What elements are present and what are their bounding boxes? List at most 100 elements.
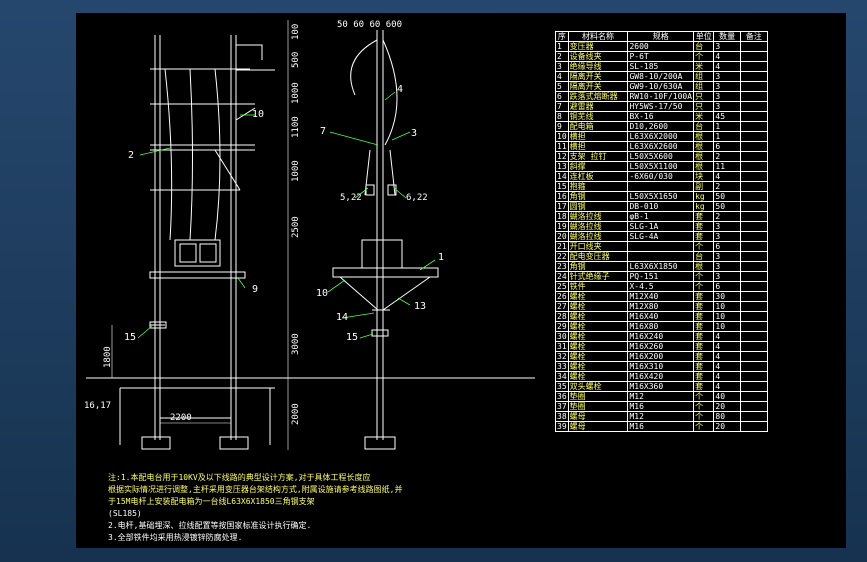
bom-qty: 80 <box>713 411 741 422</box>
callout-9: 9 <box>252 284 258 295</box>
bom-qty: 3 <box>713 221 741 232</box>
bom-spec <box>627 181 695 192</box>
bom-note <box>739 391 769 402</box>
bom-no: 25 <box>555 281 569 292</box>
bom-name: 螺栓 <box>567 341 629 352</box>
bom-no: 17 <box>555 201 569 212</box>
bom-name: 支架 拉钉 <box>567 151 629 162</box>
bom-note <box>739 281 769 292</box>
bom-note <box>739 231 769 242</box>
bom-spec: X-4.5 <box>627 281 695 292</box>
callout-7: 7 <box>320 126 326 137</box>
bom-spec: M16X260 <box>627 341 695 352</box>
front-view-structure <box>119 35 275 450</box>
bom-unit: 根 <box>693 141 715 152</box>
bom-no: 9 <box>555 121 569 132</box>
bom-header-row: 序 材料名称 规格 单位 数量 备注 <box>555 31 769 42</box>
bom-name: 跌落式熔断器 <box>567 91 629 102</box>
bom-unit: kg <box>693 191 715 202</box>
bom-qty: 3 <box>713 261 741 272</box>
callout-15-right: 15 <box>346 332 358 343</box>
bom-name: 圆钢 <box>567 201 629 212</box>
bom-name: 蝴洛拉线 <box>567 231 629 242</box>
bom-name: 铁件 <box>567 281 629 292</box>
bom-name: 避雷器 <box>567 101 629 112</box>
bom-no: 36 <box>555 391 569 402</box>
dim-100: 100 <box>291 24 301 40</box>
bom-note <box>739 401 769 412</box>
bom-spec: DB-010 <box>627 201 695 212</box>
drawing-notes: 注:1.本配电台用于10KV及以下线路的典型设计方案,对于具体工程长度应 根据实… <box>108 472 402 544</box>
bom-note <box>739 241 769 252</box>
bom-unit: 只 <box>693 101 715 112</box>
bom-qty: 4 <box>713 51 741 62</box>
dim-2200: 2200 <box>170 413 192 423</box>
bom-name: 螺栓 <box>567 301 629 312</box>
bom-spec: GW9-10/630A <box>627 81 695 92</box>
bom-qty: 3 <box>713 251 741 262</box>
bom-qty: 6 <box>713 141 741 152</box>
bom-note <box>739 81 769 92</box>
bom-unit: 根 <box>693 131 715 142</box>
bom-no: 13 <box>555 161 569 172</box>
bom-unit: 米 <box>693 61 715 72</box>
bom-unit: 套 <box>693 321 715 332</box>
bom-header-name: 材料名称 <box>567 31 629 42</box>
bom-spec: M12X80 <box>627 301 695 312</box>
bom-unit: 根 <box>693 261 715 272</box>
bom-unit: 套 <box>693 331 715 342</box>
dim-top-spacing: 50 60 60 600 <box>337 20 402 30</box>
bom-no: 3 <box>555 61 569 72</box>
note-line-5: 2.电杆,基础埋深、拉线配置等按国家标准设计执行确定. <box>108 521 312 530</box>
bom-spec: M12X40 <box>627 291 695 302</box>
bom-header-unit: 单位 <box>693 31 715 42</box>
bom-unit: 套 <box>693 301 715 312</box>
bom-no: 35 <box>555 381 569 392</box>
bom-name: 螺栓 <box>567 371 629 382</box>
bom-name: 铜芜线 <box>567 111 629 122</box>
bom-qty: 10 <box>713 311 741 322</box>
bom-name: 针式绝缘子 <box>567 271 629 282</box>
note-line-3: 于15M电杆上安装配电箱为一台线L63X6X1850三角钢支架 <box>108 497 315 506</box>
bom-qty: 3 <box>713 91 741 102</box>
dim-1000b: 1000 <box>291 160 301 182</box>
callout-2: 2 <box>128 150 134 161</box>
bom-spec: PQ-151 <box>627 271 695 282</box>
bom-note <box>739 191 769 202</box>
bom-note <box>739 331 769 342</box>
bom-qty: 3 <box>713 231 741 242</box>
bom-name: 垫圈 <box>567 401 629 412</box>
bom-unit: 套 <box>693 341 715 352</box>
bom-name: 螺栓 <box>567 311 629 322</box>
bom-name: 螺栓 <box>567 331 629 342</box>
bom-spec: -6X60/030 <box>627 171 695 182</box>
bom-note <box>739 411 769 422</box>
bom-spec: M16X80 <box>627 321 695 332</box>
bom-note <box>739 151 769 162</box>
bom-qty: 10 <box>713 321 741 332</box>
bom-name: 螺栓 <box>567 361 629 372</box>
bom-name: 隔离开关 <box>567 71 629 82</box>
dim-622: 6,22 <box>406 193 428 203</box>
bom-name: 螺母 <box>567 421 629 432</box>
bom-qty: 6 <box>713 241 741 252</box>
bom-unit: 个 <box>693 421 715 432</box>
bom-no: 10 <box>555 131 569 142</box>
dim-500: 500 <box>291 52 301 68</box>
bom-name: 横担 <box>567 141 629 152</box>
